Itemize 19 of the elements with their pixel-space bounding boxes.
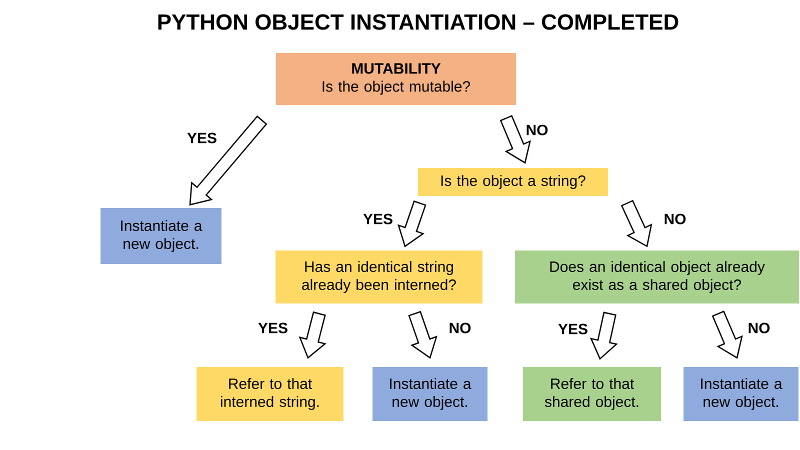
edge-label: YES — [258, 322, 288, 334]
block-arrow — [590, 312, 618, 360]
result-box: Refer to that shared object. — [523, 367, 661, 421]
decision-box: MUTABILITY Is the object mutable? — [276, 53, 516, 105]
edge-label: NO — [526, 124, 548, 136]
result-box: Instantiate a new object. — [684, 367, 798, 421]
decision-box: Has an identical string already been interned? — [276, 250, 482, 304]
result-box: Instantiate a new object. — [100, 208, 222, 264]
decision-box: Does an identical object already exist as a shared object? — [515, 250, 799, 304]
edge-label: NO — [450, 322, 471, 334]
title: PYTHON OBJECT INSTANTIATION – COMPLETED — [158, 14, 678, 30]
result-box: Refer to that interned string. — [196, 367, 344, 421]
edge-label: NO — [748, 322, 770, 334]
result-box: Instantiate a new object. — [372, 367, 488, 421]
edge-label: YES — [187, 132, 216, 144]
decision-box: Is the object a string? — [418, 168, 608, 196]
edge-label: NO — [664, 214, 686, 224]
edge-label: YES — [558, 324, 588, 334]
edge-label: YES — [363, 214, 392, 224]
